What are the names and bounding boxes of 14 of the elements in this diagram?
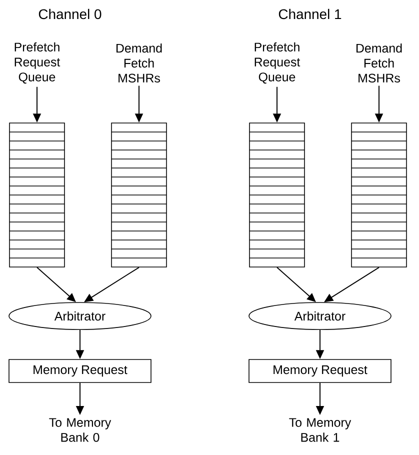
queue-box	[351, 122, 407, 268]
queue-box	[111, 122, 167, 268]
queue-box	[249, 122, 305, 268]
source-label: Demand Fetch MSHRs	[356, 43, 402, 83]
channel-title: Channel 0	[38, 8, 102, 20]
source-label: To Memory Bank 0	[49, 418, 112, 442]
queue-box	[9, 122, 65, 268]
source-label: Prefetch Request Queue	[254, 42, 300, 84]
channel-title: Channel 1	[278, 8, 342, 20]
process-box: Memory Request	[248, 359, 392, 383]
source-label: Demand Fetch MSHRs	[116, 43, 162, 83]
source-label: Prefetch Request Queue	[14, 42, 60, 84]
source-label: To Memory Bank 1	[289, 418, 352, 442]
process-box: Memory Request	[8, 359, 152, 383]
